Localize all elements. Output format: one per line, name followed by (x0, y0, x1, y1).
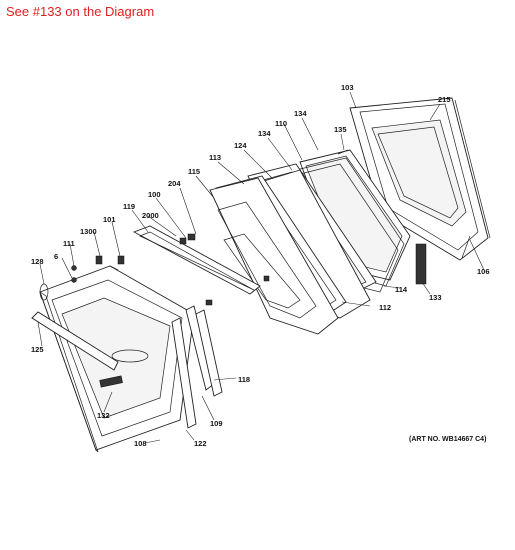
diagram-reference-header: See #133 on the Diagram (6, 4, 155, 19)
front-outer-door (39, 265, 195, 453)
label-132: 132 (97, 411, 110, 420)
label-112: 112 (379, 303, 391, 312)
label-128: 128 (31, 257, 44, 266)
inner-window-glass (291, 149, 411, 293)
label-115: 115 (188, 167, 200, 176)
label-124: 124 (234, 141, 247, 150)
door-hardware (71, 149, 427, 285)
art-number: (ART NO. WB14667 C4) (409, 436, 486, 443)
part-labels: 103 215 134 135 110 134 124 113 115 204 … (31, 83, 490, 448)
door-side-strips (171, 305, 223, 429)
label-109: 109 (210, 419, 223, 428)
label-134-b: 134 (258, 129, 271, 138)
label-114: 114 (395, 285, 408, 294)
leader-lines (37, 91, 485, 444)
label-111: 111 (63, 239, 75, 248)
label-2000: 2000 (142, 211, 159, 220)
label-100: 100 (148, 190, 161, 199)
label-108: 108 (134, 439, 147, 448)
label-6: 6 (54, 252, 58, 261)
rear-door-frame (349, 97, 491, 261)
label-113: 113 (209, 153, 221, 162)
label-133: 133 (429, 293, 442, 302)
label-106: 106 (477, 267, 490, 276)
label-204: 204 (168, 179, 181, 188)
hinge-trim-bar (132, 225, 270, 306)
label-119: 119 (123, 202, 135, 211)
label-110: 110 (275, 119, 287, 128)
label-118: 118 (238, 375, 250, 384)
label-135: 135 (334, 125, 347, 134)
label-122: 122 (194, 439, 207, 448)
label-101: 101 (103, 215, 116, 224)
label-134-a: 134 (294, 109, 307, 118)
label-215: 215 (438, 95, 451, 104)
label-1300: 1300 (80, 227, 97, 236)
label-103: 103 (341, 83, 354, 92)
label-125: 125 (31, 345, 44, 354)
door-inner-frame (209, 177, 339, 335)
